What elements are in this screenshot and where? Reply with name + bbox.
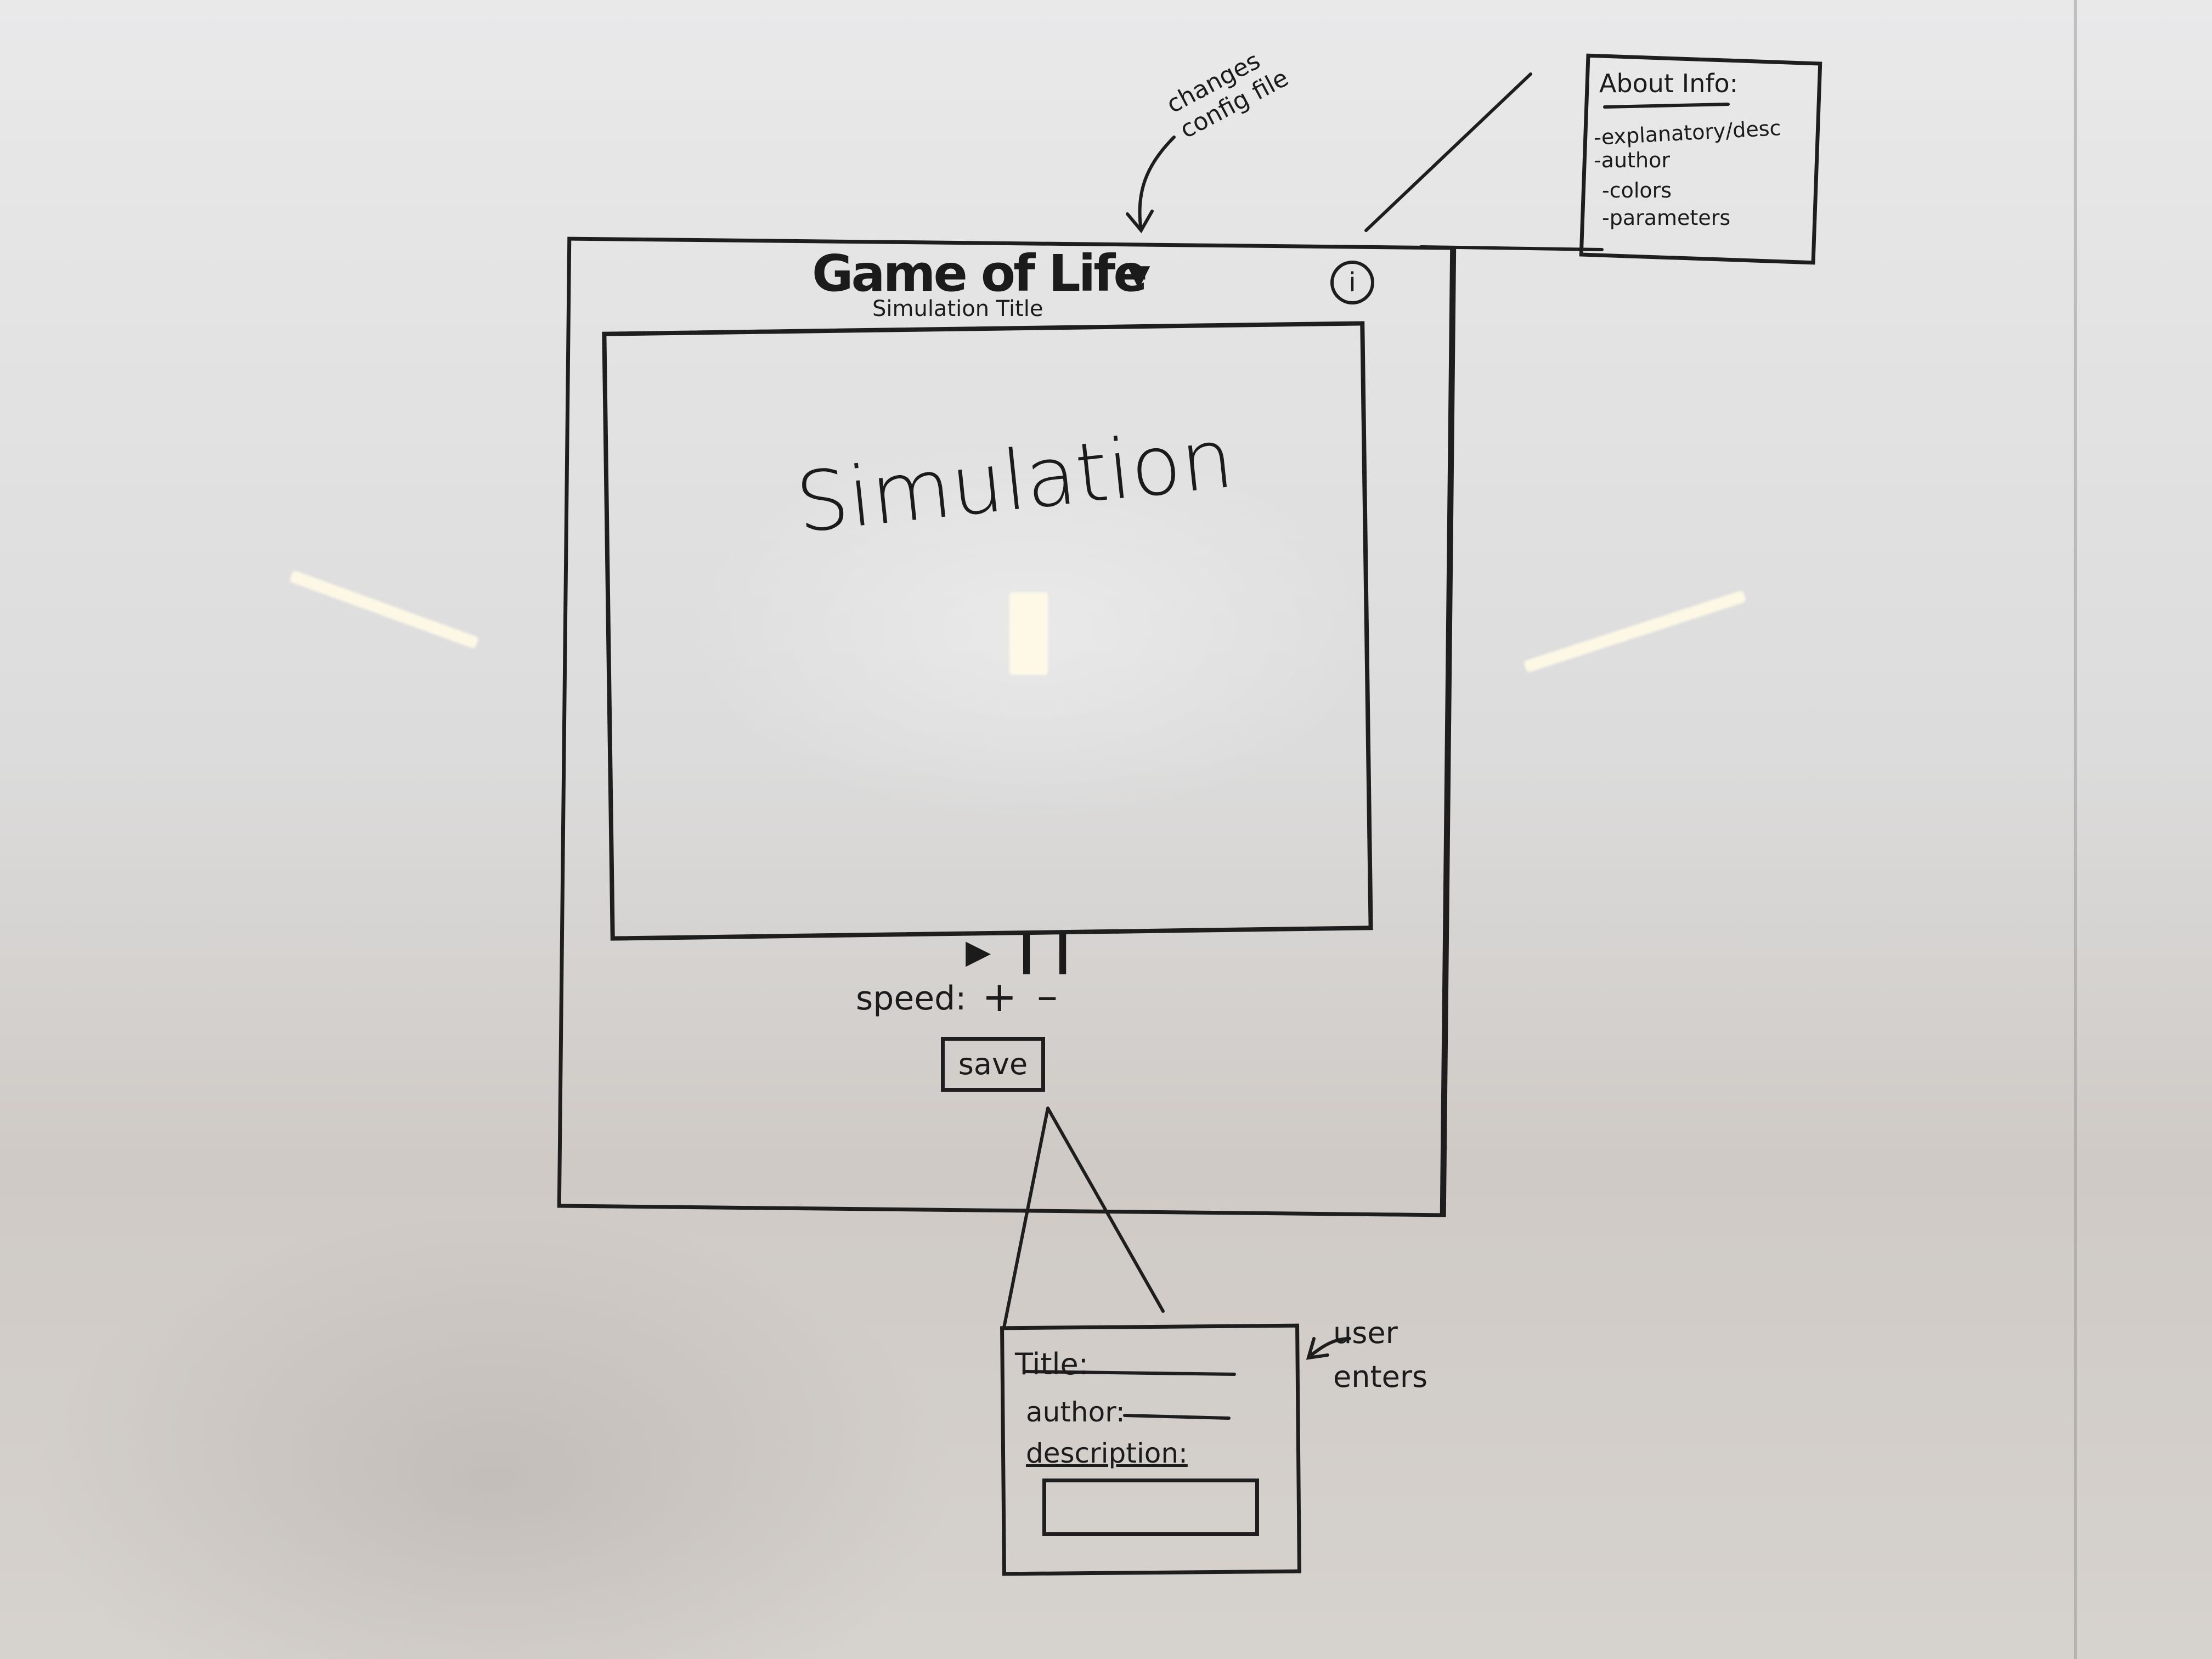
save-title-label: Title: [1015, 1347, 1088, 1381]
save-author-label: author: [1026, 1396, 1125, 1428]
save-connector-right [1046, 1107, 1165, 1313]
save-description-label: description: [1026, 1437, 1188, 1469]
arrow-to-save-popup [1310, 1337, 1351, 1357]
whiteboard-edge [2074, 0, 2077, 1659]
simulation-canvas [602, 321, 1373, 941]
arrow-to-save-popup-head [1306, 1337, 1329, 1360]
app-title: Game of Life [812, 244, 1148, 303]
about-info-item: -author [1594, 148, 1670, 172]
speed-label: speed: [856, 979, 967, 1018]
speed-minus-button[interactable]: – [1037, 971, 1058, 1020]
annotation-user-enters: user enters [1333, 1316, 1428, 1394]
save-button[interactable]: save [941, 1037, 1045, 1092]
save-button-label: save [958, 1047, 1028, 1081]
about-connector-upper [1364, 72, 1532, 232]
title-dropdown-icon[interactable]: ▼ [1127, 258, 1150, 292]
speed-plus-button[interactable]: + [982, 972, 1017, 1021]
app-subtitle: Simulation Title [872, 296, 1043, 321]
ceiling-light-reflection [1009, 592, 1048, 675]
title-underline [1024, 1370, 1236, 1376]
about-info-item: -colors [1602, 178, 1672, 202]
arrow-to-title-head [1126, 210, 1154, 234]
play-icon[interactable]: ▶ [966, 933, 991, 971]
about-connector-lower [1419, 245, 1604, 251]
save-connector-left [1002, 1107, 1049, 1329]
about-heading-underline [1603, 103, 1730, 109]
about-info-heading: About Info: [1599, 69, 1739, 98]
pause-icon[interactable]: ❙❙ [1009, 927, 1082, 974]
author-underline [1123, 1414, 1231, 1420]
about-info-item: -parameters [1602, 206, 1731, 230]
arrow-to-title [1138, 136, 1176, 232]
description-textbox[interactable] [1042, 1479, 1259, 1536]
info-button[interactable]: i [1330, 261, 1374, 304]
